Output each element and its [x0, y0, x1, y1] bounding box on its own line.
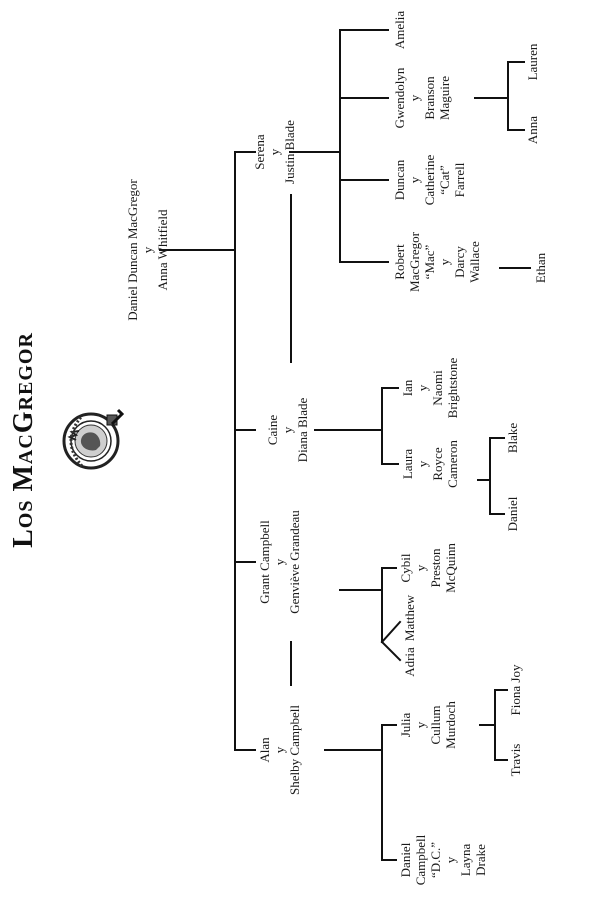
person-name-line: Grant Campbell — [257, 520, 272, 604]
person-name-line: Ian — [400, 379, 415, 397]
person-name-line: Serena — [252, 134, 267, 170]
person-lauren: Lauren — [525, 44, 540, 81]
person-name-line: Gwendolyn — [392, 67, 407, 129]
person-name-line: Travis — [508, 743, 523, 777]
person-name-line: Robert — [392, 244, 407, 280]
person-name-line: Preston — [428, 548, 443, 588]
person-name-line: Maguire — [437, 75, 452, 121]
crest-lion-head-icon — [67, 430, 101, 451]
crest-buckle-icon — [106, 408, 125, 426]
person-name-line: Murdoch — [443, 701, 458, 749]
person-name-line: y — [415, 384, 430, 392]
person-daniel-c: Daniel — [505, 497, 520, 532]
person-ethan: Ethan — [533, 253, 548, 283]
person-name-line: y — [407, 94, 422, 102]
person-name-line: Branson — [422, 76, 437, 120]
person-name-line: y — [407, 176, 422, 184]
person-name-line: y — [267, 148, 282, 156]
person-adria: Adria — [402, 647, 417, 677]
person-name-line: Shelby Campbell — [287, 705, 302, 795]
person-name-line: Cullum — [428, 705, 443, 745]
person-name-line: Anna — [525, 115, 540, 145]
person-name-line: Cybil — [398, 553, 413, 583]
person-name-line: Lauren — [525, 43, 540, 81]
person-name-line: Adria — [402, 647, 417, 677]
connector-twin-left — [380, 640, 402, 662]
person-name-line: Naomi — [430, 370, 445, 406]
person-name-line: Ethan — [533, 252, 548, 284]
person-name-line: Daniel — [398, 842, 413, 878]
person-name-line: Daniel Duncan MacGregor — [125, 179, 140, 321]
person-name-line: McQuinn — [443, 543, 458, 593]
person-name-line: Daniel — [505, 496, 520, 532]
person-name-line: Layna — [458, 843, 473, 877]
person-name-line: y — [272, 746, 287, 754]
person-fiona: Fiona Joy — [508, 665, 523, 716]
person-name-line: Caine — [265, 414, 280, 446]
person-name-line: Wallace — [467, 241, 482, 283]
person-name-line: Farrell — [452, 162, 467, 198]
person-blake: Blake — [505, 423, 520, 453]
macgregor-clan-crest-icon — [62, 408, 125, 470]
person-name-line: y — [280, 426, 295, 434]
person-name-line: Fiona Joy — [508, 664, 523, 716]
person-name-line: Campbell — [413, 834, 428, 886]
person-name-line: Genviève Grandeau — [287, 510, 302, 614]
person-name-line: y — [437, 258, 452, 266]
person-name-line: y — [413, 721, 428, 729]
person-name-line: y — [415, 460, 430, 468]
person-name-line: Blake — [505, 422, 520, 454]
person-name-line: y — [443, 856, 458, 864]
person-name-line: Darcy — [452, 246, 467, 278]
person-name-line: Diana Blade — [295, 397, 310, 463]
person-name-line: Anna Whitfield — [155, 209, 170, 291]
person-name-line: y — [272, 558, 287, 566]
person-name-line: Cameron — [445, 440, 460, 488]
person-name-line: Matthew — [402, 594, 417, 642]
person-travis: Travis — [508, 744, 523, 777]
connector-twin-right — [380, 620, 402, 644]
person-name-line: “Cat” — [437, 165, 452, 195]
person-name-line: Amelia — [392, 10, 407, 50]
person-name-line: “D.C.” — [428, 841, 443, 879]
person-name-line: y — [413, 564, 428, 572]
person-name-line: “Mac” — [422, 244, 437, 280]
person-name-line: Duncan — [392, 159, 407, 201]
person-name-line: Julia — [398, 712, 413, 738]
person-name-line: Drake — [473, 844, 488, 876]
person-name-line: Royce — [430, 447, 445, 481]
person-name-line: Catherine — [422, 154, 437, 206]
person-name-line: Laura — [400, 448, 415, 480]
crest-motto-lettering — [69, 415, 84, 467]
person-matthew: Matthew — [402, 595, 417, 641]
page-title: Los MacGregor — [8, 332, 39, 548]
person-name-line: Brightstone — [445, 357, 460, 419]
person-name-line: y — [140, 246, 155, 254]
person-name-line: MacGregor — [407, 232, 422, 292]
person-amelia: Amelia — [392, 11, 407, 49]
person-name-line: Justin Blade — [282, 120, 297, 184]
person-name-line: Alan — [257, 737, 272, 763]
person-anna: Anna — [525, 116, 540, 144]
